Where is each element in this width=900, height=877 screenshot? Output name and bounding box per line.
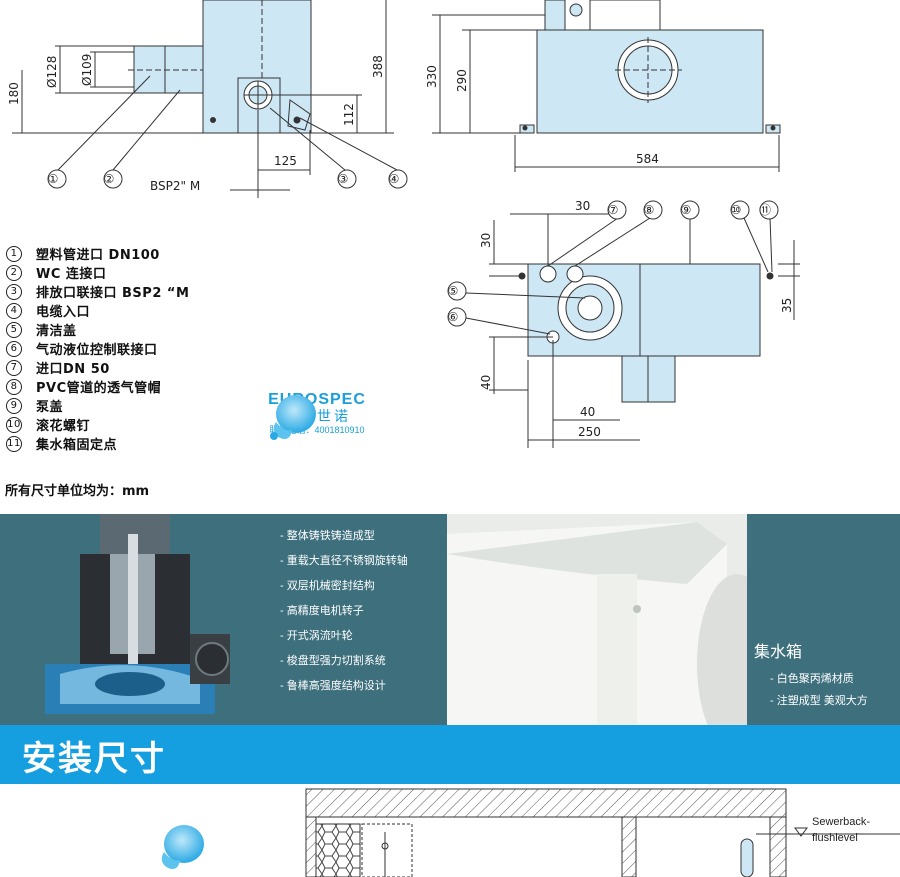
- callout-5: ⑤: [448, 284, 459, 298]
- legend-item: 6 气动液位控制联接口: [6, 339, 306, 358]
- feature-band: - 整体铸铁铸造成型 - 重载大直径不锈钢旋转轴 - 双层机械密封结构 - 高精…: [0, 514, 900, 725]
- parts-legend: 1 塑料管进口 DN100 2 WC 连接口 3 排放口联接口 BSP2 “M 4 电缆…: [6, 244, 306, 453]
- callout-10: ⑩: [731, 203, 742, 217]
- dim-40-bottom: 40: [580, 405, 595, 419]
- legend-number: 8: [6, 378, 22, 395]
- dimension-drawing-svg: ① ② ③ ④ 180 Ø128 Ø109 388 112 125 BSP2" …: [7, 0, 800, 448]
- feature-item: - 高精度电机转子: [280, 605, 364, 617]
- legend-item: 7 进口DN 50: [6, 358, 306, 377]
- side-view: [12, 0, 408, 198]
- callout-9: ⑨: [681, 203, 692, 217]
- tank-title: 集水箱: [754, 644, 803, 661]
- dim-112: 112: [342, 103, 356, 126]
- legend-number: 9: [6, 397, 22, 414]
- legend-number: 3: [6, 283, 22, 300]
- feature-item: - 重载大直径不锈钢旋转轴: [280, 555, 408, 567]
- callout-6: ⑥: [448, 310, 459, 324]
- legend-item: 1 塑料管进口 DN100: [6, 244, 306, 263]
- dim-d128: Ø128: [45, 56, 59, 88]
- dim-35: 35: [780, 298, 794, 313]
- feature-item: - 开式涡流叶轮: [280, 630, 353, 642]
- sewer-backflush-label: Sewerback- flushlevel: [812, 814, 870, 846]
- legend-text: WC 连接口: [36, 267, 107, 282]
- dim-290: 290: [455, 69, 469, 92]
- legend-item: 9 泵盖: [6, 396, 306, 415]
- brand-drop-icon: [270, 395, 316, 440]
- tank-feature-list: - 白色聚丙烯材质 - 注塑成型 美观大方: [770, 670, 868, 714]
- install-title: 安装尺寸: [22, 739, 166, 779]
- feature-item: - 梭盘型强力切割系统: [280, 655, 386, 667]
- legend-number: 1: [6, 245, 22, 262]
- legend-number: 10: [6, 416, 22, 433]
- legend-text: PVC管道的透气管帽: [36, 381, 162, 396]
- dim-d109: Ø109: [80, 54, 94, 86]
- legend-text: 滚花螺钉: [36, 419, 91, 434]
- dim-584: 584: [636, 152, 659, 166]
- tank-feature-item: - 白色聚丙烯材质: [770, 673, 854, 685]
- dim-388: 388: [371, 55, 385, 78]
- dim-250: 250: [578, 425, 601, 439]
- legend-number: 7: [6, 359, 22, 376]
- pump-cutaway-image: [45, 514, 230, 714]
- feature-item: - 鲁棒高强度结构设计: [280, 680, 386, 692]
- callout-2: ②: [104, 172, 115, 186]
- dim-30-left: 30: [479, 233, 493, 248]
- technical-drawing: ① ② ③ ④ 180 Ø128 Ø109 388 112 125 BSP2" …: [5, 0, 800, 499]
- legend-number: 5: [6, 321, 22, 338]
- front-view: [432, 0, 781, 172]
- legend-item: 10 滚花螺钉: [6, 415, 306, 434]
- legend-number: 2: [6, 264, 22, 281]
- dim-330: 330: [425, 65, 439, 88]
- brand-phone: 联系电话：4001810910: [269, 425, 365, 435]
- tank-photo: [447, 514, 747, 725]
- legend-number: 4: [6, 302, 22, 319]
- dim-40-left: 40: [479, 375, 493, 390]
- sewer-label-line-1: Sewerback-: [812, 816, 871, 828]
- dim-125: 125: [274, 154, 297, 168]
- install-drawing-svg: [161, 788, 900, 877]
- top-view: [447, 200, 800, 448]
- sewer-label-line-2: flushlevel: [812, 832, 858, 844]
- legend-item: 2 WC 连接口: [6, 263, 306, 282]
- legend-item: 3 排放口联接口 BSP2 “M: [6, 282, 306, 301]
- legend-number: 11: [6, 435, 22, 452]
- legend-text: 进口DN 50: [36, 362, 110, 377]
- callout-11: ⑪: [759, 203, 771, 217]
- callout-4: ④: [389, 172, 400, 186]
- feature-item: - 双层机械密封结构: [280, 580, 375, 592]
- dim-180: 180: [7, 82, 21, 105]
- legend-text: 清洁盖: [36, 324, 77, 339]
- tank-feature-item: - 注塑成型 美观大方: [770, 695, 868, 707]
- callout-1: ①: [48, 172, 59, 186]
- legend-item: 11 集水箱固定点: [6, 434, 306, 453]
- legend-text: 泵盖: [36, 400, 64, 415]
- brand-drop-icon: [161, 825, 204, 869]
- callout-3: ③: [338, 172, 349, 186]
- legend-item: 8 PVC管道的透气管帽: [6, 377, 306, 396]
- legend-item: 5 清洁盖: [6, 320, 306, 339]
- dim-30-top: 30: [575, 199, 590, 213]
- brand-logo: EUROSPEC 欧标世诺 联系电话：4001810910: [262, 392, 372, 440]
- legend-text: 电缆入口: [36, 305, 91, 320]
- unit-note: 所有尺寸单位均为：mm: [5, 484, 150, 499]
- install-title-bar: 安装尺寸: [0, 725, 900, 784]
- legend-text: 塑料管进口 DN100: [36, 248, 160, 263]
- legend-text: 集水箱固定点: [36, 438, 118, 453]
- legend-text: 排放口联接口 BSP2 “M: [36, 286, 190, 301]
- legend-number: 6: [6, 340, 22, 357]
- callout-8: ⑧: [644, 203, 655, 217]
- legend-text: 气动液位控制联接口: [36, 343, 158, 358]
- feature-item: - 整体铸铁铸造成型: [280, 530, 375, 542]
- legend-item: 4 电缆入口: [6, 301, 306, 320]
- install-drawing: Sewerback- flushlevel: [0, 784, 900, 877]
- dim-bsp: BSP2" M: [150, 179, 200, 193]
- pump-feature-list: - 整体铸铁铸造成型 - 重载大直径不锈钢旋转轴 - 双层机械密封结构 - 高精…: [280, 528, 408, 703]
- callout-7: ⑦: [608, 203, 619, 217]
